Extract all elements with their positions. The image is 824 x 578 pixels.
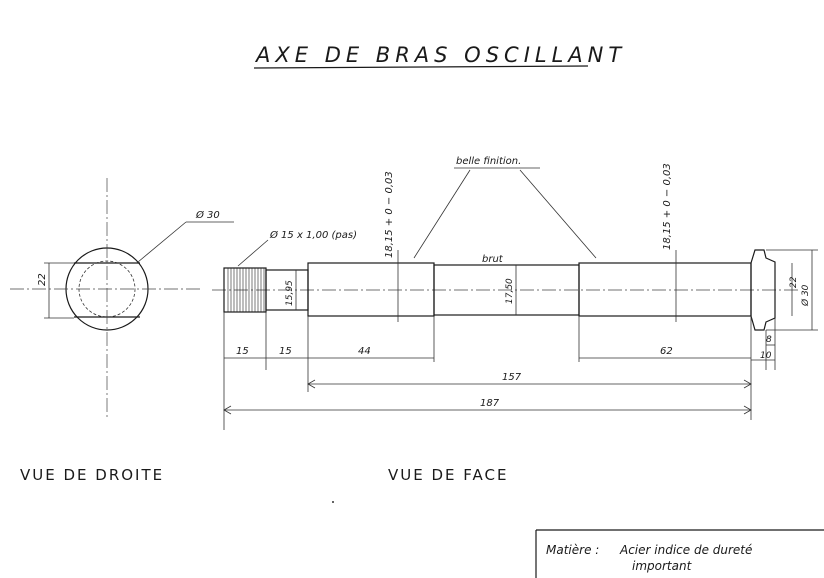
dim-44: 44 — [358, 346, 371, 357]
dim-62: 62 — [660, 346, 673, 357]
finished-section-left — [307, 262, 435, 317]
dim-157-arrow-r — [743, 379, 752, 389]
finish-leader-right — [519, 169, 597, 259]
dim-22-head: 22 — [789, 276, 799, 288]
dim-1750: 17,50 — [505, 278, 515, 304]
front-view: 18,15 + 0 − 0,03 18,15 + 0 − 0,03 15,95 … — [212, 156, 818, 430]
dim-8: 8 — [766, 335, 772, 345]
dim-157: 157 — [502, 372, 522, 383]
outer-diameter-label: Ø 30 — [195, 209, 220, 221]
dim-187: 187 — [480, 398, 500, 409]
dim-22-side: 22 — [37, 273, 48, 286]
dim-187-arrow-r — [743, 405, 752, 415]
dim-15a: 15 — [236, 346, 249, 357]
material-line1: Acier indice de dureté — [619, 543, 752, 557]
right-view-label: VUE DE DROITE — [20, 466, 164, 484]
dim-157-arrow-l — [307, 379, 316, 389]
finish-leader-left — [413, 169, 471, 259]
dim-1595: 15,95 — [285, 280, 295, 306]
dim-30-head: Ø 30 — [800, 284, 811, 307]
title-underline — [253, 65, 589, 69]
thread-hatch — [227, 268, 265, 312]
thread-leader — [237, 239, 269, 267]
dim-15b: 15 — [279, 346, 292, 357]
finished-section-right — [578, 262, 752, 317]
tolerance-right: 18,15 + 0 − 0,03 — [662, 163, 673, 250]
outer-diameter-leader-diag — [137, 221, 187, 263]
material-label: Matière : — [546, 543, 599, 557]
drawing-title: AXE DE BRAS OSCILLANT — [254, 43, 626, 67]
material-line2: important — [632, 559, 693, 573]
dim-187-arrow-l — [223, 405, 232, 415]
length-dimensions: 15 15 44 62 8 10 157 187 — [223, 312, 776, 430]
raw-note: brut — [482, 254, 504, 265]
right-view: 22 Ø 30 — [10, 178, 234, 418]
dust-mark — [332, 501, 334, 503]
finish-note: belle finition. — [456, 156, 521, 167]
material-box: Matière : Acier indice de dureté importa… — [535, 529, 824, 578]
tolerance-left: 18,15 + 0 − 0,03 — [384, 171, 395, 258]
thread-callout: Ø 15 x 1,00 (pas) — [269, 229, 357, 241]
dim-10: 10 — [760, 351, 772, 361]
front-view-label: VUE DE FACE — [388, 466, 508, 484]
